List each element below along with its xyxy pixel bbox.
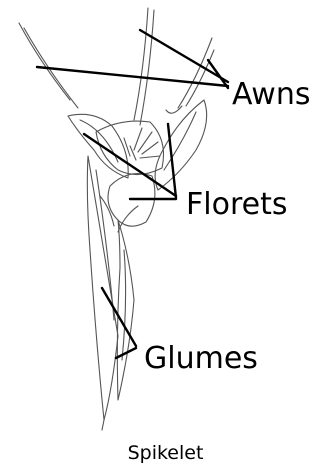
glume-right-inner	[122, 250, 126, 360]
leader-awns-1	[140, 30, 228, 82]
label-awns: Awns	[232, 77, 311, 112]
awn-right-3	[166, 106, 182, 113]
label-florets: Florets	[186, 187, 287, 222]
floret-stamens	[124, 128, 160, 160]
spikelet-stem	[102, 420, 104, 430]
figure-caption: Spikelet	[128, 442, 204, 464]
leader-glumes-2	[116, 348, 136, 358]
awn-right-1	[178, 38, 212, 108]
awn-center-1	[134, 8, 148, 120]
floret-left	[68, 114, 128, 178]
label-glumes: Glumes	[144, 341, 258, 376]
leader-awns-2	[37, 67, 228, 86]
